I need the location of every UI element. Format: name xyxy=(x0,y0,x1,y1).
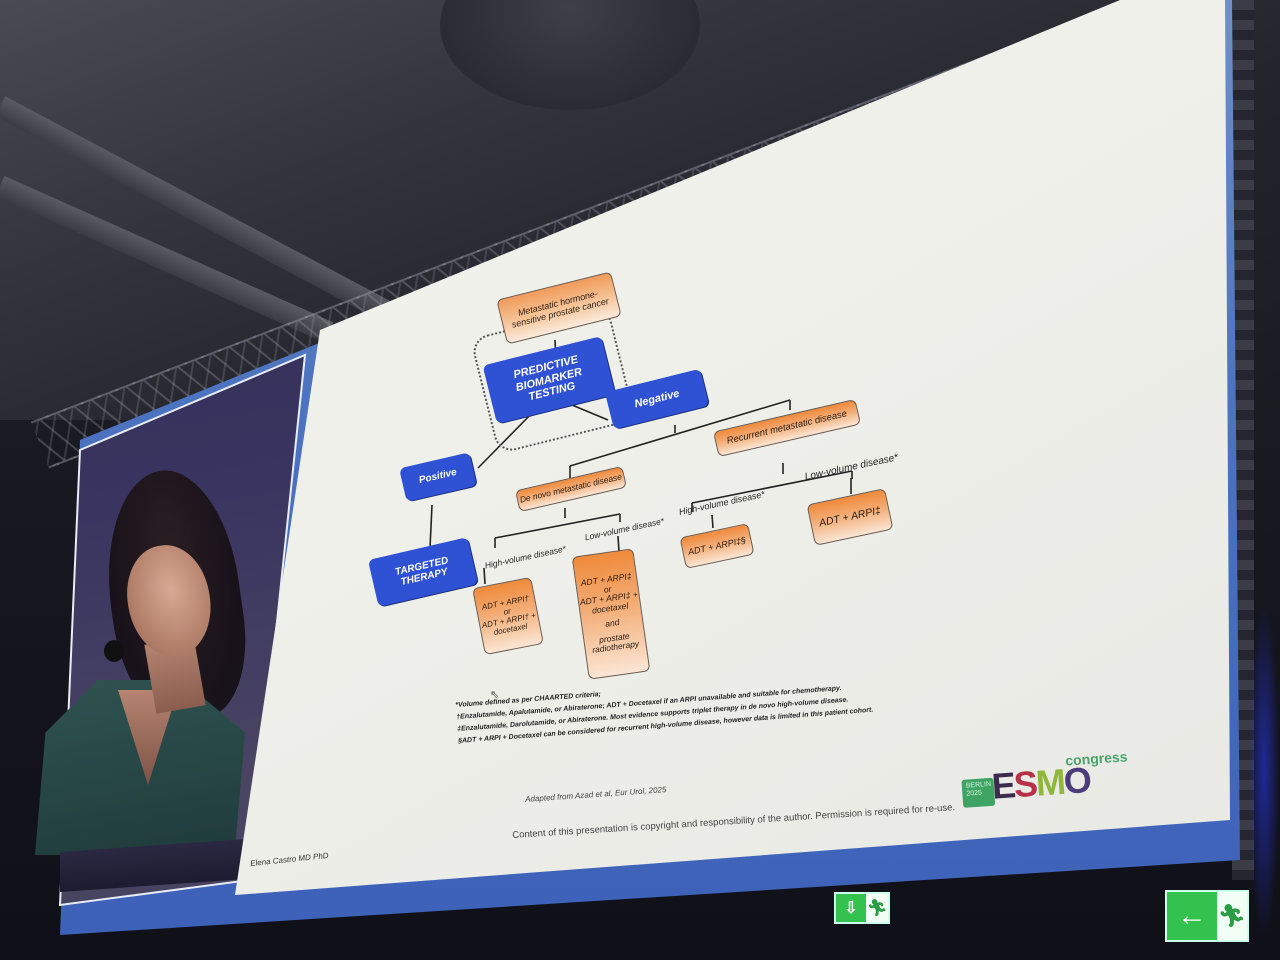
exit-sign-down: ⇩ 🏃︎ xyxy=(834,892,890,924)
treatment-line: docetaxel xyxy=(591,600,629,616)
stage-light xyxy=(1248,600,1280,940)
mouse-cursor-icon: ⇖ xyxy=(490,689,500,701)
exit-arrow-left-icon: ← xyxy=(1177,899,1207,932)
logo-letter: S xyxy=(1012,762,1038,806)
logo-letter: M xyxy=(1034,760,1066,804)
running-man-icon: 🏃︎ xyxy=(1217,892,1247,940)
exit-arrow-down-icon: ⇩ xyxy=(844,900,858,917)
node-de-novo-high-treatment: ADT + ARPI† or ADT + ARPI† + docetaxel xyxy=(472,576,544,656)
logo-letter: E xyxy=(990,764,1016,807)
logo-city-badge: BERLIN 2025 xyxy=(961,777,996,808)
treatment-line: and xyxy=(604,616,620,629)
microphone-icon xyxy=(104,640,124,662)
running-man-icon: 🏃︎ xyxy=(866,894,888,922)
logo-year: 2025 xyxy=(966,789,983,798)
exit-sign-left: ← 🏃︎ xyxy=(1165,890,1249,942)
